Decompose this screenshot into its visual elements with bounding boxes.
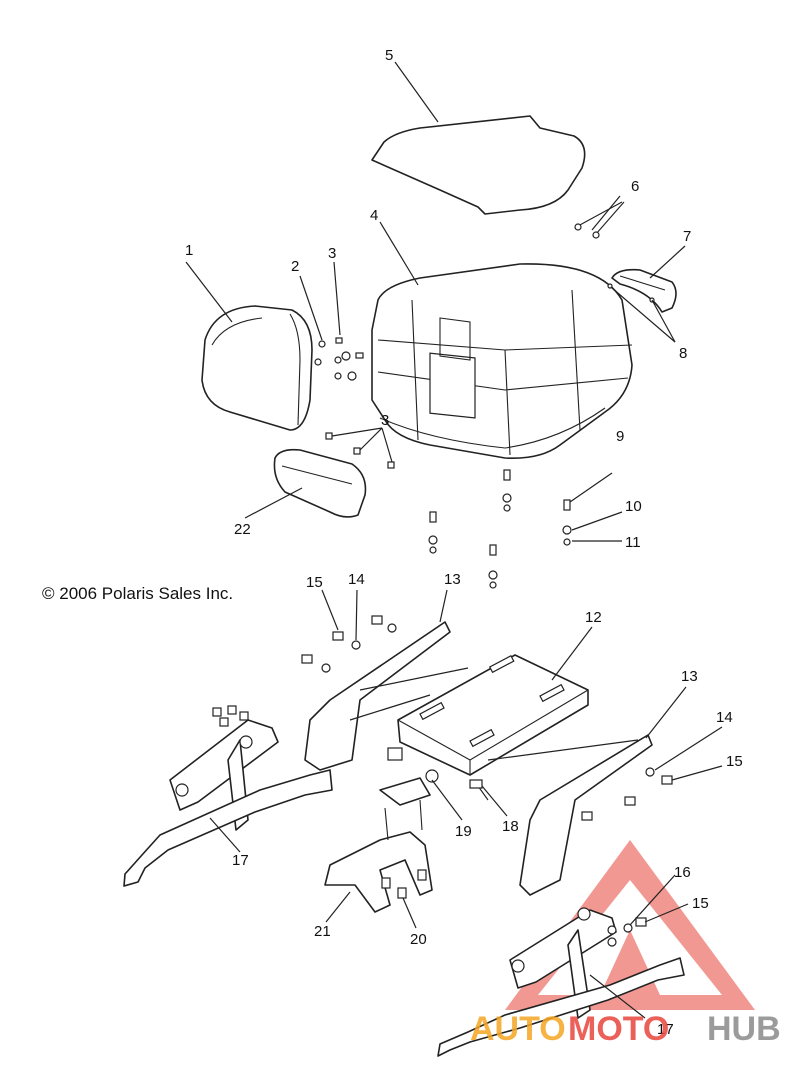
part-lid-fasteners xyxy=(574,201,625,239)
callout-15: 15 xyxy=(726,753,743,770)
callout-1: 1 xyxy=(185,242,193,259)
watermark-text: AUTO MOTO HUB xyxy=(470,1010,781,1048)
callout-17: 17 xyxy=(657,1021,674,1038)
callout-21: 21 xyxy=(314,923,331,940)
callout-5: 5 xyxy=(385,47,393,64)
callout-14: 14 xyxy=(716,709,733,726)
part-center-hardware xyxy=(387,747,489,801)
callout-22: 22 xyxy=(234,521,251,538)
callout-3: 3 xyxy=(381,412,389,429)
callout-13: 13 xyxy=(681,668,698,685)
part-armrest-pad xyxy=(273,448,367,518)
callout-15: 15 xyxy=(306,574,323,591)
part-side-bracket-right xyxy=(487,734,653,896)
part-mounting-plate xyxy=(397,654,589,776)
watermark-hub: HUB xyxy=(707,1010,781,1048)
callout-20: 20 xyxy=(410,931,427,948)
part-center-bolts xyxy=(381,869,427,899)
watermark-auto: AUTO xyxy=(470,1010,566,1048)
callout-19: 19 xyxy=(455,823,472,840)
part-case-mount-hardware xyxy=(428,469,572,589)
callout-4: 4 xyxy=(370,207,378,224)
part-bracket-hardware-right xyxy=(581,767,673,821)
part-support-arm-right xyxy=(437,907,685,1057)
part-reflector xyxy=(611,268,677,313)
callout-14: 14 xyxy=(348,571,365,588)
part-liner-pad xyxy=(371,115,586,215)
part-top-case xyxy=(371,263,633,460)
part-backrest xyxy=(201,305,313,431)
part-side-bracket-left xyxy=(304,621,469,771)
watermark-moto: MOTO xyxy=(568,1010,669,1048)
part-bracket-hardware-left xyxy=(301,615,397,673)
callout-13: 13 xyxy=(444,571,461,588)
part-backrest-hardware xyxy=(314,337,395,469)
callout-12: 12 xyxy=(585,609,602,626)
copyright-text: © 2006 Polaris Sales Inc. xyxy=(42,584,233,603)
callout-11: 11 xyxy=(625,534,641,551)
callout-7: 7 xyxy=(683,228,691,245)
callout-18: 18 xyxy=(502,818,519,835)
callout-9: 9 xyxy=(616,428,624,445)
callout-labels: 1 2 3 3 4 5 6 7 8 9 10 11 12 13 13 14 14… xyxy=(185,47,743,1038)
callout-8: 8 xyxy=(679,345,687,362)
callout-10: 10 xyxy=(625,498,642,515)
callout-17: 17 xyxy=(232,852,249,869)
callout-15: 15 xyxy=(692,895,709,912)
callout-16: 16 xyxy=(674,864,691,881)
callout-6: 6 xyxy=(631,178,639,195)
callout-2: 2 xyxy=(291,258,299,275)
part-support-arm-left xyxy=(123,705,333,887)
leader-lines xyxy=(185,61,723,1019)
callout-3: 3 xyxy=(328,245,336,262)
part-center-bracket xyxy=(324,777,433,913)
